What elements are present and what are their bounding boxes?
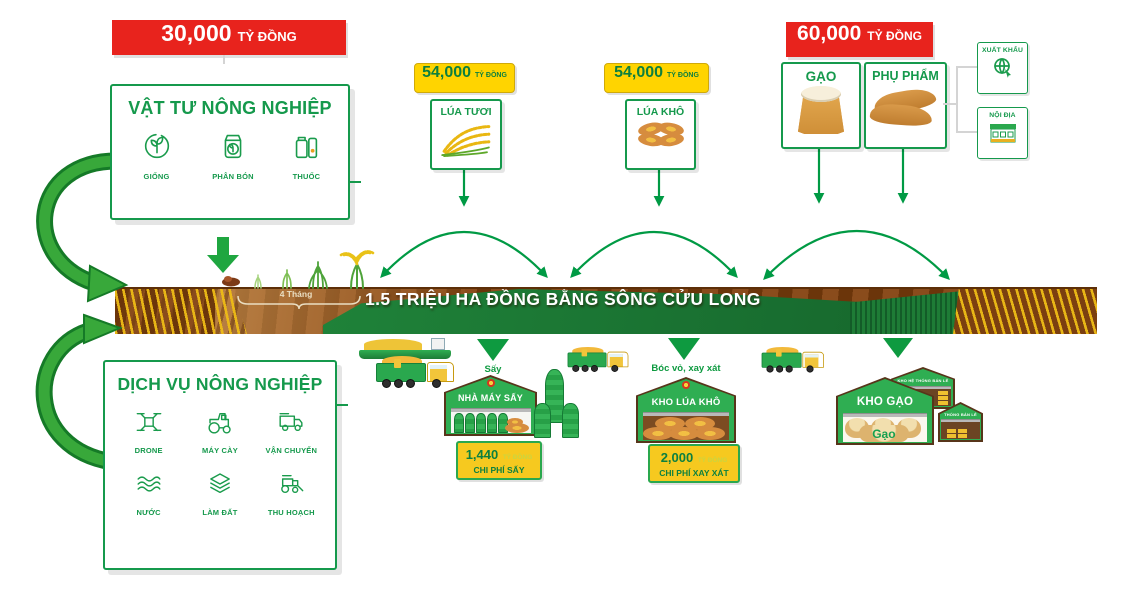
connector-line [223, 55, 225, 64]
rice-growth-stages-icon [254, 250, 375, 289]
inputs-value-banner: 30,000 TỶ ĐỒNG [112, 20, 346, 55]
connector-tick [348, 181, 361, 183]
globe-icon [993, 58, 1011, 78]
harvester-icon [281, 474, 304, 494]
growth-duration-label: 4 Tháng [279, 289, 313, 299]
service-item-tillage: LÀM ĐẤT [185, 469, 255, 517]
connector-line [956, 66, 958, 133]
dry-rice-warehouse-interior [643, 416, 729, 440]
drying-cost-label: 1,440 TỶ ĐỒNG CHI PHÍ SẤY [456, 441, 542, 480]
drone-icon [136, 412, 162, 432]
connector-tick [335, 404, 348, 406]
inputs-unit: TỶ ĐỒNG [237, 29, 297, 44]
drying-plant-building: NHÀ MÁY SẤY [444, 375, 537, 436]
milling-cost-label: 2,000 TỶ ĐỒNG CHI PHÍ XAY XÁT [648, 444, 740, 483]
service-item-harvest: THU HOẠCH [256, 469, 326, 517]
service-item-tractor: MÁY CÀY [185, 407, 255, 455]
grain-truck-3 [760, 347, 824, 373]
sowing-arrow-icon [207, 237, 239, 273]
ripe-rice-crops-left [115, 289, 247, 334]
dry-rice-grains-icon [627, 120, 694, 148]
connector-line [943, 103, 958, 105]
cycle-arrow-top-icon [36, 152, 129, 303]
silo-cluster [534, 369, 579, 438]
connector-line [956, 131, 977, 133]
cycle-arrow-bottom-icon [35, 313, 123, 471]
inputs-box-title: VẬT TƯ NÔNG NGHIỆP [128, 98, 332, 118]
flow-connectors [380, 147, 950, 280]
mekong-field-band: 1.5 TRIỆU HA ĐỒNG BẰNG SÔNG CỬU LONG 4 T… [115, 287, 1097, 334]
rice-output-box: GẠO [781, 62, 861, 149]
connector-line [956, 66, 977, 68]
service-item-drone: DRONE [114, 407, 184, 455]
domestic-box: NỘI ĐỊA [977, 107, 1028, 159]
outputs-value-banner: 60,000 TỶ ĐỒNG [786, 22, 933, 57]
services-box-title: DỊCH VỤ NÔNG NGHIỆP [117, 374, 323, 394]
drying-step-label: Sấy [484, 364, 502, 375]
retail-warehouse-back-2: THỐNG BÁN LẺ [938, 402, 983, 442]
store-icon [989, 124, 1016, 143]
service-item-transport: VẬN CHUYỂN [256, 407, 326, 455]
process-arrow-storage [883, 338, 913, 358]
drying-plant-interior [450, 412, 531, 433]
company-emblem-icon [682, 381, 690, 389]
rice-warehouse-interior: Gạo [842, 417, 928, 442]
rice-sack-label: Gạo [872, 426, 896, 441]
grain-barge [359, 338, 455, 359]
input-item-fertilizer: PHÂN BÓN [194, 129, 272, 181]
water-icon [137, 476, 161, 492]
input-item-pesticide: THUỐC [276, 129, 336, 181]
process-arrow-drying [477, 339, 509, 361]
duration-bracket [237, 295, 361, 310]
ripe-rice-crops-right [953, 289, 1097, 334]
tractor-icon [208, 412, 231, 434]
service-item-water: NƯỚC [114, 469, 184, 517]
input-item-seeds: GIỐNG [124, 129, 190, 181]
process-arrow-milling [668, 338, 700, 360]
fresh-rice-box: LÚA TƯƠI [430, 99, 502, 170]
inputs-value: 30,000 [161, 20, 232, 46]
byproduct-sacks-icon [866, 83, 945, 135]
pesticide-icon [296, 136, 318, 159]
grain-truck-2 [566, 347, 629, 372]
field-headline: 1.5 TRIỆU HA ĐỒNG BẰNG SÔNG CỬU LONG [365, 289, 761, 309]
fertilizer-icon [224, 134, 242, 159]
dry-rice-warehouse-building: KHO LÚA KHÔ [636, 377, 736, 443]
rice-warehouse-building: KHO GẠO Gạo [836, 377, 934, 445]
services-box: DỊCH VỤ NÔNG NGHIỆP DRONE MÁY CÀY [103, 360, 337, 570]
fresh-rice-banner: 54,000 TỶ ĐỒNG [414, 63, 515, 93]
byproducts-box: PHỤ PHẨM [864, 62, 947, 149]
grain-truck-1 [374, 356, 454, 388]
export-box: XUẤT KHẨU [977, 42, 1028, 94]
company-emblem-icon [486, 379, 495, 387]
seed-snail-icon [222, 276, 240, 287]
dry-rice-banner: 54,000 TỶ ĐỒNG [604, 63, 709, 93]
retail-warehouse-interior [941, 422, 980, 439]
inputs-box: VẬT TƯ NÔNG NGHIỆP GIỐNG PHÂN BÓN [110, 84, 350, 220]
milling-step-label: Bóc vỏ, xay xát [651, 363, 721, 374]
truck-icon [279, 412, 303, 432]
seed-icon [144, 133, 169, 159]
soil-layers-icon [210, 473, 230, 494]
dry-rice-box: LÚA KHÔ [625, 99, 696, 170]
rice-sack-icon [798, 86, 844, 134]
fresh-rice-sheaf-icon [441, 125, 491, 157]
